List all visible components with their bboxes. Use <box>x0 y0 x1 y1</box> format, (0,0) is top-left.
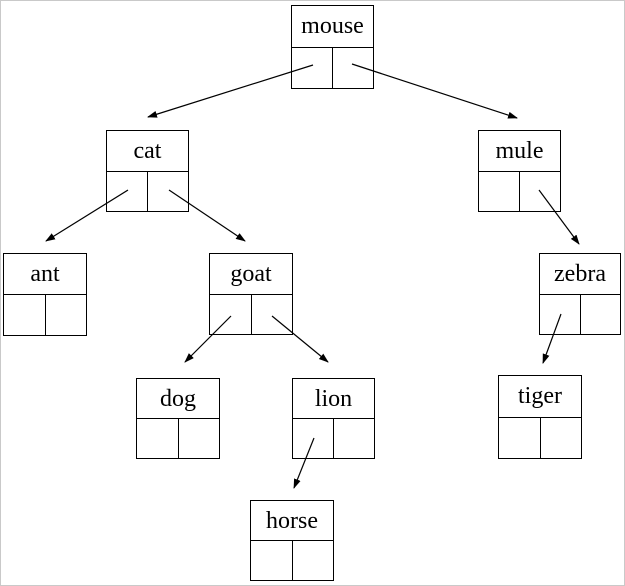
right-pointer-cell <box>292 541 333 580</box>
tree-node-dog: dog <box>136 378 220 459</box>
left-pointer-cell <box>251 541 293 580</box>
node-pointer-cells <box>107 170 188 211</box>
node-pointer-cells <box>251 540 333 580</box>
node-label-zebra: zebra <box>554 260 606 287</box>
node-label-cat: cat <box>133 137 162 164</box>
left-pointer-cell <box>292 47 333 88</box>
right-pointer-cell <box>251 294 292 334</box>
right-pointer-cell <box>580 294 620 334</box>
right-pointer-cell <box>334 419 374 458</box>
tree-node-horse: horse <box>250 500 334 581</box>
left-pointer-cell <box>210 294 252 334</box>
right-pointer-cell <box>45 295 86 335</box>
left-pointer-cell <box>479 171 520 211</box>
left-pointer-cell <box>540 294 581 334</box>
tree-node-goat: goat <box>209 253 293 335</box>
node-pointer-cells <box>4 294 86 335</box>
left-pointer-cell <box>293 419 334 458</box>
node-label-mule: mule <box>495 137 544 164</box>
node-label-lion: lion <box>314 385 353 412</box>
left-pointer-cell <box>499 417 541 458</box>
node-pointer-cells <box>210 293 292 334</box>
node-label-tiger: tiger <box>518 383 562 410</box>
node-label-dog: dog <box>160 385 196 412</box>
right-pointer-cell <box>333 47 373 88</box>
node-pointer-cells <box>292 46 373 88</box>
node-pointer-cells <box>499 416 581 458</box>
left-pointer-cell <box>4 295 46 335</box>
tree-node-mule: mule <box>478 130 561 212</box>
tree-node-tiger: tiger <box>498 375 582 459</box>
node-pointer-cells <box>293 418 374 458</box>
node-label-mouse: mouse <box>301 13 364 40</box>
right-pointer-cell <box>540 417 581 458</box>
node-pointer-cells <box>137 418 219 458</box>
tree-node-ant: ant <box>3 253 87 336</box>
node-label-goat: goat <box>230 260 272 287</box>
node-label-horse: horse <box>266 507 318 534</box>
tree-node-mouse: mouse <box>291 5 374 89</box>
node-pointer-cells <box>540 293 620 334</box>
node-label-ant: ant <box>30 261 60 287</box>
right-pointer-cell <box>520 171 560 211</box>
tree-node-lion: lion <box>292 378 375 459</box>
left-pointer-cell <box>107 171 148 211</box>
right-pointer-cell <box>178 419 219 458</box>
left-pointer-cell <box>137 419 179 458</box>
tree-node-cat: cat <box>106 130 189 212</box>
right-pointer-cell <box>148 171 188 211</box>
tree-node-zebra: zebra <box>539 253 621 335</box>
node-pointer-cells <box>479 170 560 211</box>
